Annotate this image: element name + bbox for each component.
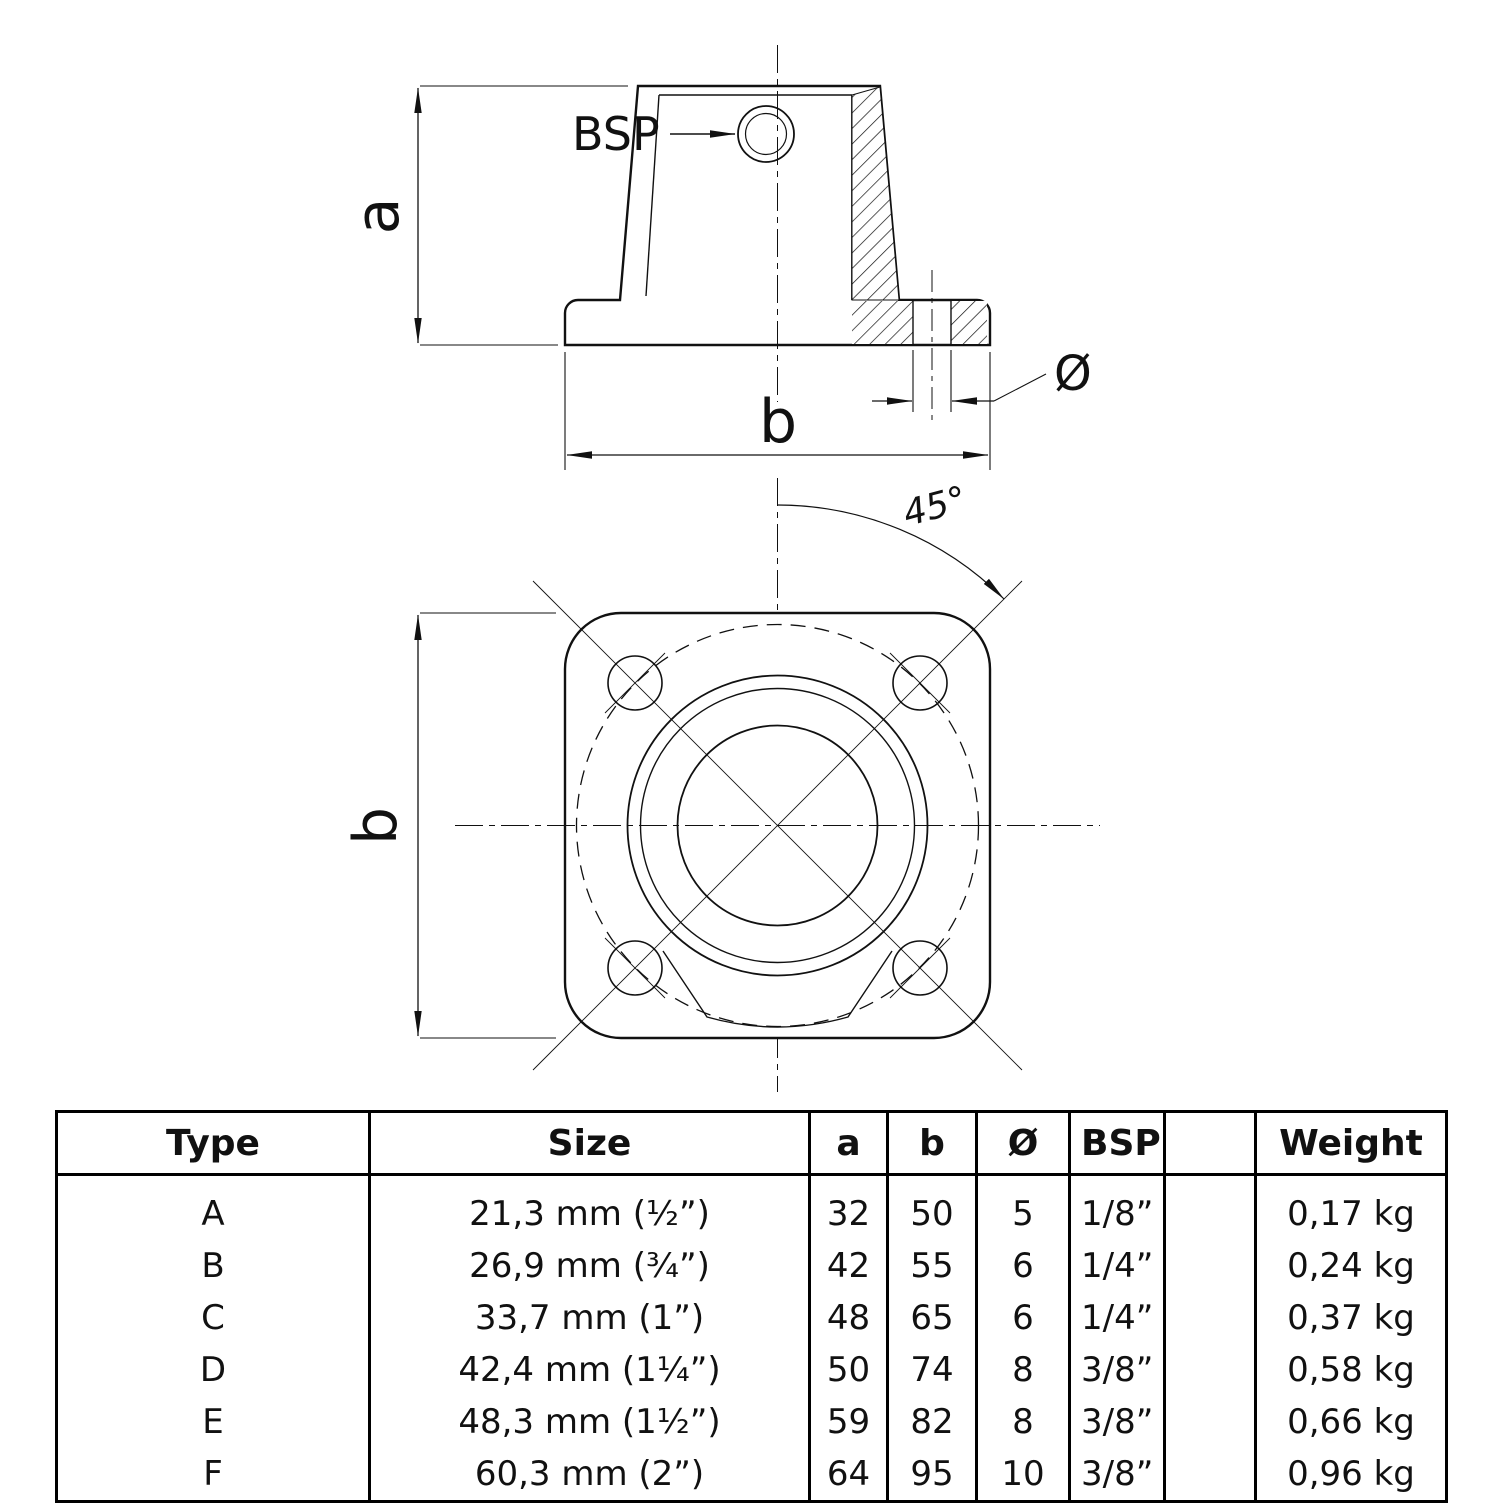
bsp-hole-outer bbox=[737, 105, 795, 163]
cell-bsp: 3/8” bbox=[1068, 1396, 1166, 1448]
boss-footprint bbox=[662, 950, 893, 1028]
cell-spacer bbox=[1163, 1240, 1257, 1292]
cell-bsp: 3/8” bbox=[1068, 1344, 1166, 1396]
cell-a: 50 bbox=[808, 1344, 889, 1396]
header-size: Size bbox=[368, 1110, 811, 1176]
side-elevation-view bbox=[563, 84, 992, 424]
cell-diameter: 8 bbox=[975, 1344, 1071, 1396]
drawing-area: a b Ø BSP bbox=[341, 45, 1100, 1092]
bolt-hole-crosshairs bbox=[604, 652, 951, 999]
dim-a-label: a bbox=[343, 198, 413, 235]
dimension-b-side: b bbox=[564, 352, 991, 470]
section-hatch-flange-right bbox=[951, 301, 987, 344]
cell-spacer bbox=[1163, 1396, 1257, 1448]
diameter-symbol-label: Ø bbox=[1054, 346, 1092, 402]
bolt-hole-bottom-right bbox=[892, 940, 948, 996]
header-bsp: BSP bbox=[1068, 1110, 1166, 1176]
socket-outer-circle bbox=[626, 674, 929, 977]
cell-a: 42 bbox=[808, 1240, 889, 1292]
cell-weight: 0,24 kg bbox=[1254, 1240, 1448, 1292]
header-a: a bbox=[808, 1110, 889, 1176]
top-plan-view: 45° bbox=[455, 479, 1100, 1071]
cell-size: 21,3 mm (½”) bbox=[368, 1174, 811, 1240]
header-weight: Weight bbox=[1254, 1110, 1448, 1176]
cell-spacer bbox=[1163, 1448, 1257, 1502]
cell-diameter: 10 bbox=[975, 1448, 1071, 1502]
cell-type: E bbox=[55, 1396, 371, 1448]
cell-b: 50 bbox=[886, 1174, 978, 1240]
cell-spacer bbox=[1163, 1292, 1257, 1344]
cell-a: 32 bbox=[808, 1174, 889, 1240]
cell-type: D bbox=[55, 1344, 371, 1396]
table-header-row: Type Size a b Ø BSP Weight bbox=[55, 1110, 1448, 1176]
cell-type: A bbox=[55, 1174, 371, 1240]
dimension-diameter: Ø bbox=[872, 346, 1092, 412]
socket-bore-circle bbox=[676, 724, 879, 927]
cell-b: 55 bbox=[886, 1240, 978, 1292]
cell-a: 48 bbox=[808, 1292, 889, 1344]
cell-a: 59 bbox=[808, 1396, 889, 1448]
cell-bsp: 1/4” bbox=[1068, 1292, 1166, 1344]
cell-size: 48,3 mm (1½”) bbox=[368, 1396, 811, 1448]
socket-middle-circle bbox=[639, 687, 916, 964]
cell-type: F bbox=[55, 1448, 371, 1502]
bolt-hole-top-left bbox=[607, 655, 663, 711]
bolt-hole-bottom-left bbox=[607, 940, 663, 996]
cell-diameter: 6 bbox=[975, 1240, 1071, 1292]
boss-inner-contour bbox=[645, 94, 660, 297]
bsp-hole-inner bbox=[744, 112, 788, 156]
header-diameter: Ø bbox=[975, 1110, 1071, 1176]
header-spacer bbox=[1163, 1110, 1257, 1176]
cell-size: 60,3 mm (2”) bbox=[368, 1448, 811, 1502]
cell-weight: 0,58 kg bbox=[1254, 1344, 1448, 1396]
cell-b: 82 bbox=[886, 1396, 978, 1448]
cell-b: 95 bbox=[886, 1448, 978, 1502]
cell-weight: 0,66 kg bbox=[1254, 1396, 1448, 1448]
cell-type: B bbox=[55, 1240, 371, 1292]
cell-diameter: 6 bbox=[975, 1292, 1071, 1344]
bsp-label: BSP bbox=[572, 107, 660, 161]
cell-weight: 0,96 kg bbox=[1254, 1448, 1448, 1502]
bsp-callout: BSP bbox=[572, 107, 736, 161]
cell-weight: 0,37 kg bbox=[1254, 1292, 1448, 1344]
cell-size: 42,4 mm (1¼”) bbox=[368, 1344, 811, 1396]
technical-drawing: a b Ø BSP bbox=[341, 45, 1100, 1092]
cell-bsp: 1/4” bbox=[1068, 1240, 1166, 1292]
cell-spacer bbox=[1163, 1174, 1257, 1240]
cell-type: C bbox=[55, 1292, 371, 1344]
dim-b-side-label: b bbox=[759, 387, 797, 457]
cell-size: 33,7 mm (1”) bbox=[368, 1292, 811, 1344]
angle-arc bbox=[777, 504, 1005, 600]
cell-b: 65 bbox=[886, 1292, 978, 1344]
cell-a: 64 bbox=[808, 1448, 889, 1502]
header-b: b bbox=[886, 1110, 978, 1176]
dim-b-top-label: b bbox=[341, 807, 411, 845]
angle-label: 45° bbox=[899, 479, 971, 535]
cell-weight: 0,17 kg bbox=[1254, 1174, 1448, 1240]
cell-diameter: 8 bbox=[975, 1396, 1071, 1448]
cell-diameter: 5 bbox=[975, 1174, 1071, 1240]
cell-b: 74 bbox=[886, 1344, 978, 1396]
section-hatch-flange-left bbox=[852, 301, 913, 344]
cell-spacer bbox=[1163, 1344, 1257, 1396]
cell-size: 26,9 mm (¾”) bbox=[368, 1240, 811, 1292]
dimension-b-top: b bbox=[341, 612, 556, 1039]
bolt-hole-top-right bbox=[892, 655, 948, 711]
cell-bsp: 1/8” bbox=[1068, 1174, 1166, 1240]
cell-bsp: 3/8” bbox=[1068, 1448, 1166, 1502]
dimension-a: a bbox=[343, 85, 628, 346]
header-type: Type bbox=[55, 1110, 371, 1176]
section-hatch-wall bbox=[851, 86, 900, 301]
